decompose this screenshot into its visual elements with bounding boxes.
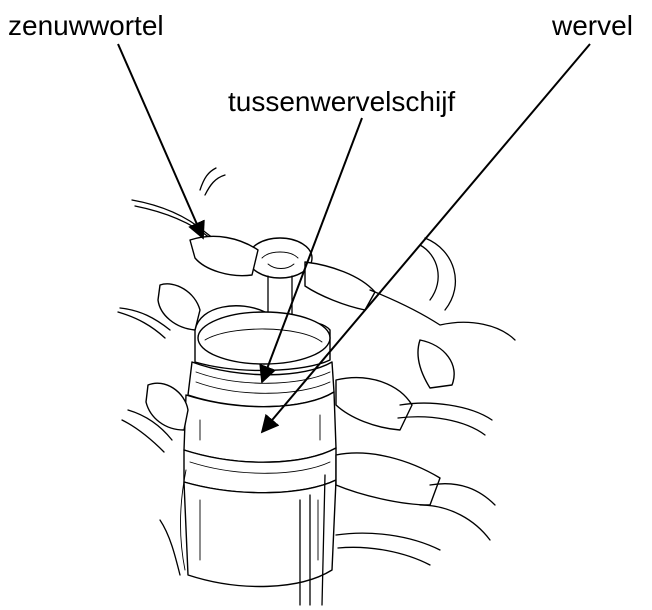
label-intervertebral-disc: tussenwervelschijf	[228, 88, 455, 116]
vertebra-top	[158, 284, 330, 371]
label-nerve-root: zenuwwortel	[8, 12, 164, 40]
arrow-nerve-root	[118, 44, 203, 238]
label-vertebra: wervel	[552, 12, 633, 40]
